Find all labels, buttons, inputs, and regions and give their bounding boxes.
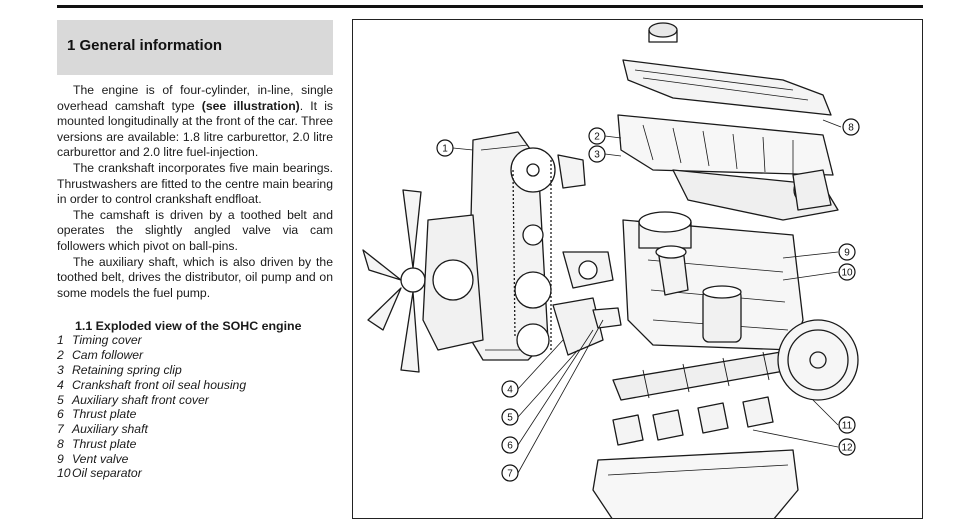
legend-label: Auxiliary shaft front cover [72,392,209,407]
legend-item: 3 Retaining spring clip [57,363,333,378]
legend-label: Oil separator [72,466,142,481]
legend-number: 7 [57,422,64,437]
legend-number: 2 [57,348,64,363]
cam-cover [622,59,832,116]
legend-label: Thrust plate [72,407,137,422]
piston [638,211,692,233]
legend-number: 4 [57,377,64,392]
timing-belt [512,160,552,350]
oil-filler-cap [648,22,678,38]
cooling-fan [362,189,454,373]
legend-item: 6 Thrust plate [57,407,333,422]
legend-number: 6 [57,407,64,422]
callout-label: 5 [507,413,513,424]
paragraph-3: The camshaft is driven by a toothed belt… [57,207,333,253]
callout-5: 5 [501,408,519,426]
callout-8: 8 [842,118,860,136]
callout-12: 12 [838,438,856,456]
legend-number: 10 [57,466,71,481]
paragraph-2: The crankshaft incorporates five main be… [57,160,333,207]
callout-10: 10 [838,263,856,281]
text-column: 1 General information The engine is of f… [57,20,333,481]
callout-label: 10 [841,268,853,279]
callout-2: 2 [588,127,606,145]
figure-caption-title: 1.1 Exploded view of the SOHC engine [75,319,302,334]
see-illustration-ref: (see illustration) [201,98,300,113]
paragraph-1-text: The engine is of four-cylinder, in-line,… [57,83,333,113]
legend-item: 4 Crankshaft front oil seal housing [57,378,333,393]
paragraph-1: The engine is of four-cylinder, in-line,… [57,83,333,161]
callout-label: 4 [507,385,513,396]
cylinder-head [617,114,834,176]
legend-label: Timing cover [72,333,142,348]
legend-number: 8 [57,436,64,451]
top-rule [57,5,923,8]
paragraph-4: The auxiliary shaft, which is also drive… [57,254,333,300]
flywheel [777,319,859,401]
paragraph-1-rest: . It is mounted longitudinally at the fr… [57,98,334,160]
callout-label: 9 [844,248,850,259]
crankshaft [612,349,802,401]
auxiliary-shaft-cover [592,307,622,329]
tensioner-pulley [522,224,544,246]
legend-number: 9 [57,451,64,466]
callout-6: 6 [501,436,519,454]
legend-number: 3 [57,362,64,377]
callout-label: 11 [842,421,853,432]
callout-4: 4 [501,380,519,398]
callout-7: 7 [501,464,519,482]
auxiliary-pulley [514,271,552,309]
legend-item: 5 Auxiliary shaft front cover [57,393,333,408]
callout-9: 9 [838,243,856,261]
body-text: The engine is of four-cylinder, in-line,… [57,83,333,301]
section-heading-text: 1 General information [67,37,223,54]
camshaft-pulley [510,147,556,193]
callout-1: 1 [436,139,454,157]
callout-3: 3 [588,145,606,163]
legend-number: 1 [57,333,64,348]
legend-item: 2 Cam follower [57,348,333,363]
callout-label: 7 [507,469,513,480]
engine-drawing: 1 2 3 4 5 6 7 8 9 10 11 12 [362,22,860,518]
callout-label: 12 [841,443,853,454]
legend-item: 8 Thrust plate [57,437,333,452]
carburettor [792,169,832,211]
legend-item: 9 Vent valve [57,452,333,467]
legend-item: 10Oil separator [57,466,333,481]
section-heading: 1 General information [57,20,333,75]
callout-label: 8 [848,123,854,134]
main-bearing-cap [612,396,774,446]
callout-label: 2 [594,132,600,143]
thermostat-housing [557,154,586,189]
legend-label: Cam follower [72,348,144,363]
callout-label: 3 [594,150,600,161]
callout-11: 11 [838,416,856,434]
legend-number: 5 [57,392,64,407]
legend-label: Retaining spring clip [72,362,182,377]
legend-label: Vent valve [72,451,129,466]
callout-label: 1 [442,144,448,155]
figure-legend: 1 Timing cover 2 Cam follower 3 Retaining s… [57,333,333,481]
legend-item: 1 Timing cover [57,333,333,348]
engine-illustration: 1 2 3 4 5 6 7 8 9 10 11 12 [352,19,923,519]
legend-item: 7 Auxiliary shaft [57,422,333,437]
legend-label: Auxiliary shaft [72,422,148,437]
oil-sump [592,449,799,518]
callout-label: 6 [507,441,513,452]
oil-seal-housing [552,297,604,356]
legend-label: Crankshaft front oil seal housing [72,377,247,392]
crankshaft-pulley [516,323,550,357]
legend-label: Thrust plate [72,436,137,451]
